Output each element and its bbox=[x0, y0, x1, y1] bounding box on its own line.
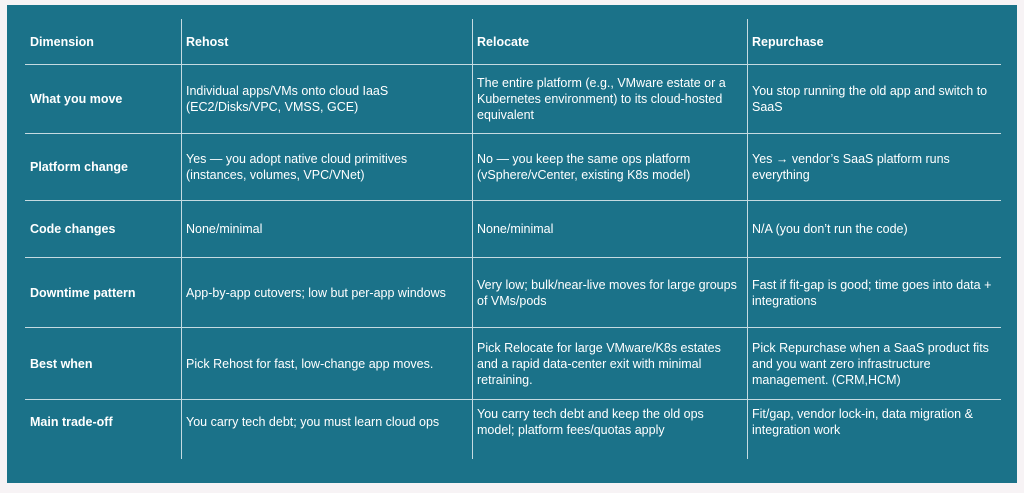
cell-repurchase: Fast if fit-gap is good; time goes into … bbox=[747, 257, 1001, 328]
table-header-row: Dimension Rehost Relocate Repurchase bbox=[25, 19, 1001, 65]
comparison-panel: Dimension Rehost Relocate Repurchase Wha… bbox=[7, 5, 1017, 483]
cell-repurchase: N/A (you don’t run the code) bbox=[747, 200, 1001, 258]
cell-repurchase: Pick Repurchase when a SaaS product fits… bbox=[747, 327, 1001, 400]
migration-strategy-comparison-table: Dimension Rehost Relocate Repurchase Wha… bbox=[25, 19, 1001, 459]
row-label: Platform change bbox=[25, 133, 182, 201]
row-label: Main trade-off bbox=[25, 399, 182, 459]
cell-rehost: You carry tech debt; you must learn clou… bbox=[181, 399, 473, 459]
cell-repurchase: You stop running the old app and switch … bbox=[747, 64, 1001, 134]
header-dimension: Dimension bbox=[30, 34, 94, 49]
table-row: Best when Pick Rehost for fast, low-chan… bbox=[25, 327, 1001, 400]
row-label: Downtime pattern bbox=[25, 257, 182, 328]
table-row: Main trade-off You carry tech debt; you … bbox=[25, 399, 1001, 459]
cell-relocate: No — you keep the same ops platform (vSp… bbox=[472, 133, 748, 201]
cell-repurchase: Fit/gap, vendor lock-in, data migration … bbox=[747, 399, 1001, 459]
cell-relocate: Pick Relocate for large VMware/K8s estat… bbox=[472, 327, 748, 400]
table-row: Platform change Yes — you adopt native c… bbox=[25, 133, 1001, 201]
header-relocate: Relocate bbox=[472, 19, 748, 65]
cell-repurchase: Yes → vendor’s SaaS platform runs everyt… bbox=[747, 133, 1001, 201]
table-row: Code changes None/minimal None/minimal N… bbox=[25, 200, 1001, 258]
table-row: What you move Individual apps/VMs onto c… bbox=[25, 64, 1001, 134]
cell-rehost: App-by-app cutovers; low but per-app win… bbox=[181, 257, 473, 328]
row-label: What you move bbox=[25, 64, 182, 134]
cell-relocate: None/minimal bbox=[472, 200, 748, 258]
table-row: Downtime pattern App-by-app cutovers; lo… bbox=[25, 257, 1001, 328]
cell-rehost: Pick Rehost for fast, low-change app mov… bbox=[181, 327, 473, 400]
cell-rehost: None/minimal bbox=[181, 200, 473, 258]
cell-rehost: Yes — you adopt native cloud primitives … bbox=[181, 133, 473, 201]
header-rehost: Rehost bbox=[181, 19, 473, 65]
header-repurchase: Repurchase bbox=[747, 19, 1001, 65]
cell-relocate: You carry tech debt and keep the old ops… bbox=[472, 399, 748, 459]
cell-relocate: Very low; bulk/near-live moves for large… bbox=[472, 257, 748, 328]
cell-rehost: Individual apps/VMs onto cloud IaaS (EC2… bbox=[181, 64, 473, 134]
cell-relocate: The entire platform (e.g., VMware estate… bbox=[472, 64, 748, 134]
row-label: Code changes bbox=[25, 200, 182, 258]
row-label: Best when bbox=[25, 327, 182, 400]
